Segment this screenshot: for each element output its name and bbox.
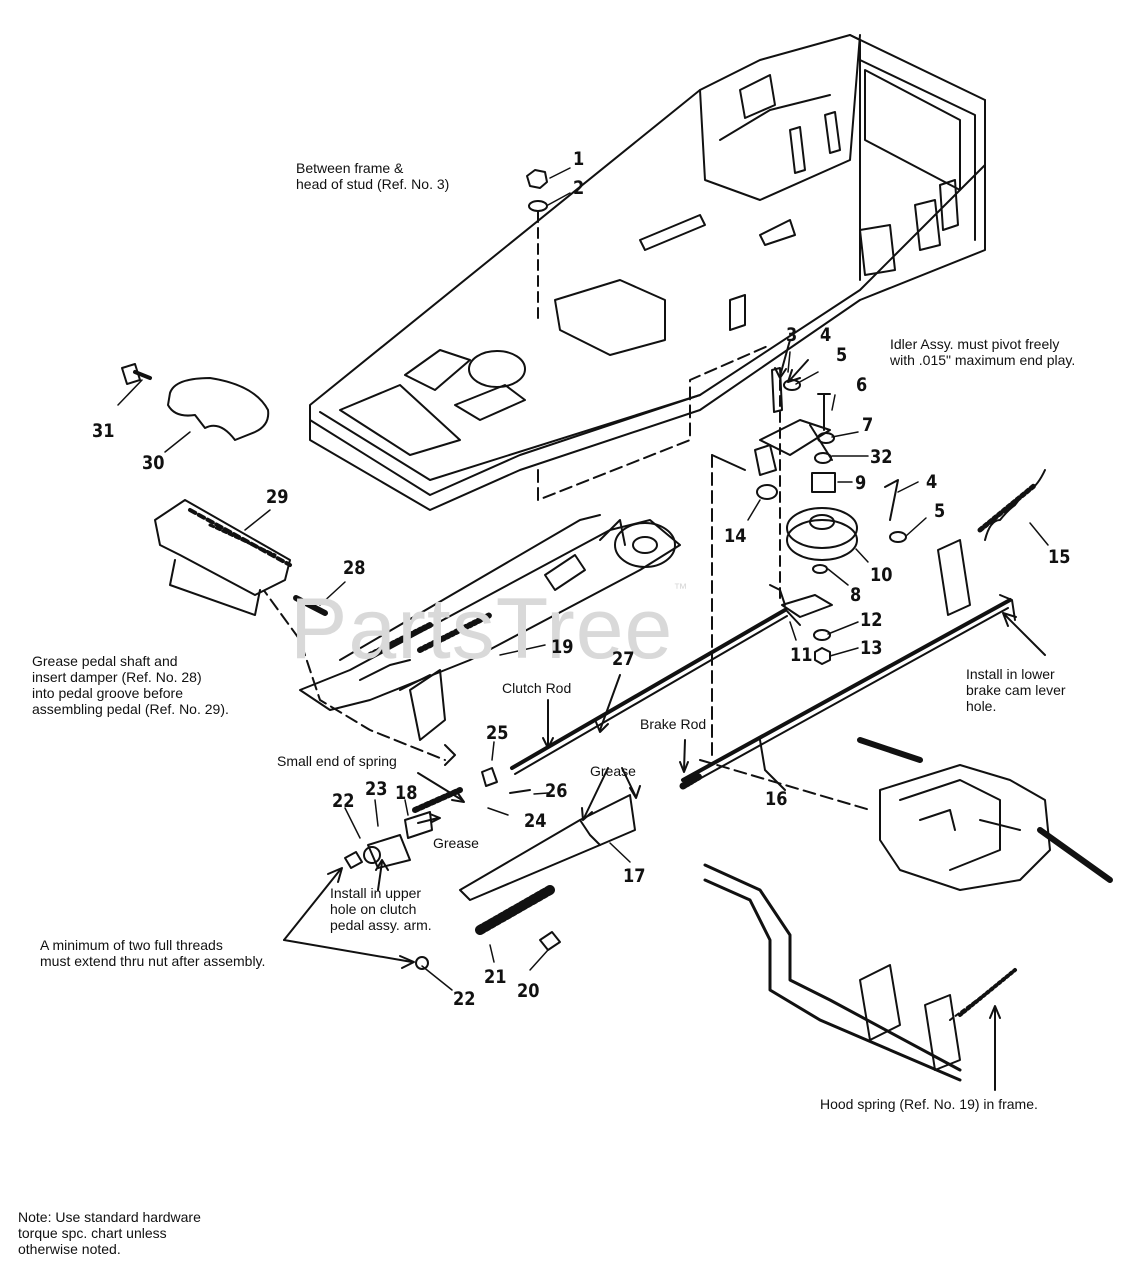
- bushing-icon: [481, 767, 498, 787]
- part-number-3: 3: [786, 324, 798, 346]
- callout-small-end-spring: Small end of spring: [277, 753, 397, 769]
- part-number-31: 31: [92, 420, 115, 442]
- callout-idler-assy: Idler Assy. must pivot freely with .015"…: [890, 336, 1076, 368]
- callout-grease-pedal: Grease pedal shaft and insert damper (Re…: [32, 653, 229, 717]
- part-number-26: 26: [545, 780, 568, 802]
- part-number-6: 6: [856, 374, 868, 396]
- part-number-19: 19: [551, 636, 574, 658]
- part-number-13: 13: [860, 637, 883, 659]
- part-number-14: 14: [724, 525, 747, 547]
- part-number-10: 10: [870, 564, 893, 586]
- part-number-32: 32: [870, 446, 893, 468]
- part-number-5b: 5: [934, 500, 946, 522]
- part-number-15: 15: [1048, 546, 1071, 568]
- pedal-icon: [299, 514, 681, 741]
- part-number-7: 7: [862, 414, 874, 436]
- callout-grease-link: Grease: [590, 763, 636, 779]
- part-number-23: 23: [365, 778, 388, 800]
- part-number-30: 30: [142, 452, 165, 474]
- hex-nut-icon: [526, 169, 548, 189]
- callout-grease-bushing: Grease: [433, 835, 479, 851]
- part-number-20: 20: [517, 980, 540, 1002]
- pulley-icon: [786, 507, 858, 561]
- part-number-4b: 4: [926, 471, 938, 493]
- part-number-27: 27: [612, 648, 635, 670]
- bolt-icon: [771, 367, 783, 413]
- spring-icon: [977, 469, 1046, 541]
- part-number-21: 21: [484, 966, 507, 988]
- watermark-mark: ™: [673, 580, 689, 596]
- part-number-5: 5: [836, 344, 848, 366]
- footer-note: Note: Use standard hardware torque spc. …: [18, 1209, 201, 1257]
- callout-clutch-rod: Clutch Rod: [502, 680, 572, 696]
- part-number-18: 18: [395, 782, 418, 804]
- part-number-24: 24: [524, 810, 547, 832]
- tractor-frame-icon: [309, 34, 986, 511]
- part-number-4: 4: [820, 324, 832, 346]
- callout-brake-cam: Install in lower brake cam lever hole.: [966, 666, 1066, 714]
- part-number-11: 11: [790, 644, 813, 666]
- callout-brake-rod: Brake Rod: [640, 716, 707, 732]
- part-number-25: 25: [486, 722, 509, 744]
- watermark-text: PartsTree: [290, 581, 674, 677]
- callout-upper-hole: Install in upper hole on clutch pedal as…: [330, 885, 432, 933]
- part-number-22b: 22: [453, 988, 476, 1010]
- part-number-17: 17: [623, 865, 646, 887]
- part-number-9: 9: [855, 472, 867, 494]
- part-number-8: 8: [850, 584, 862, 606]
- part-number-22a: 22: [332, 790, 355, 812]
- transmission-icon: [857, 737, 1113, 891]
- rod-icon: [681, 594, 1016, 789]
- part-number-29: 29: [266, 486, 289, 508]
- washer-icon: [528, 200, 548, 212]
- part-number-2: 2: [573, 177, 585, 199]
- part-number-1: 1: [573, 148, 585, 170]
- part-number-28: 28: [343, 557, 366, 579]
- callout-hood-spring: Hood spring (Ref. No. 19) in frame.: [820, 1096, 1038, 1112]
- watermark: PartsTree™: [290, 580, 688, 679]
- part-number-16: 16: [765, 788, 788, 810]
- callout-frame-stud: Between frame & head of stud (Ref. No. 3…: [296, 160, 450, 192]
- part-number-12: 12: [860, 609, 883, 631]
- callout-threads: A minimum of two full threads must exten…: [40, 937, 266, 969]
